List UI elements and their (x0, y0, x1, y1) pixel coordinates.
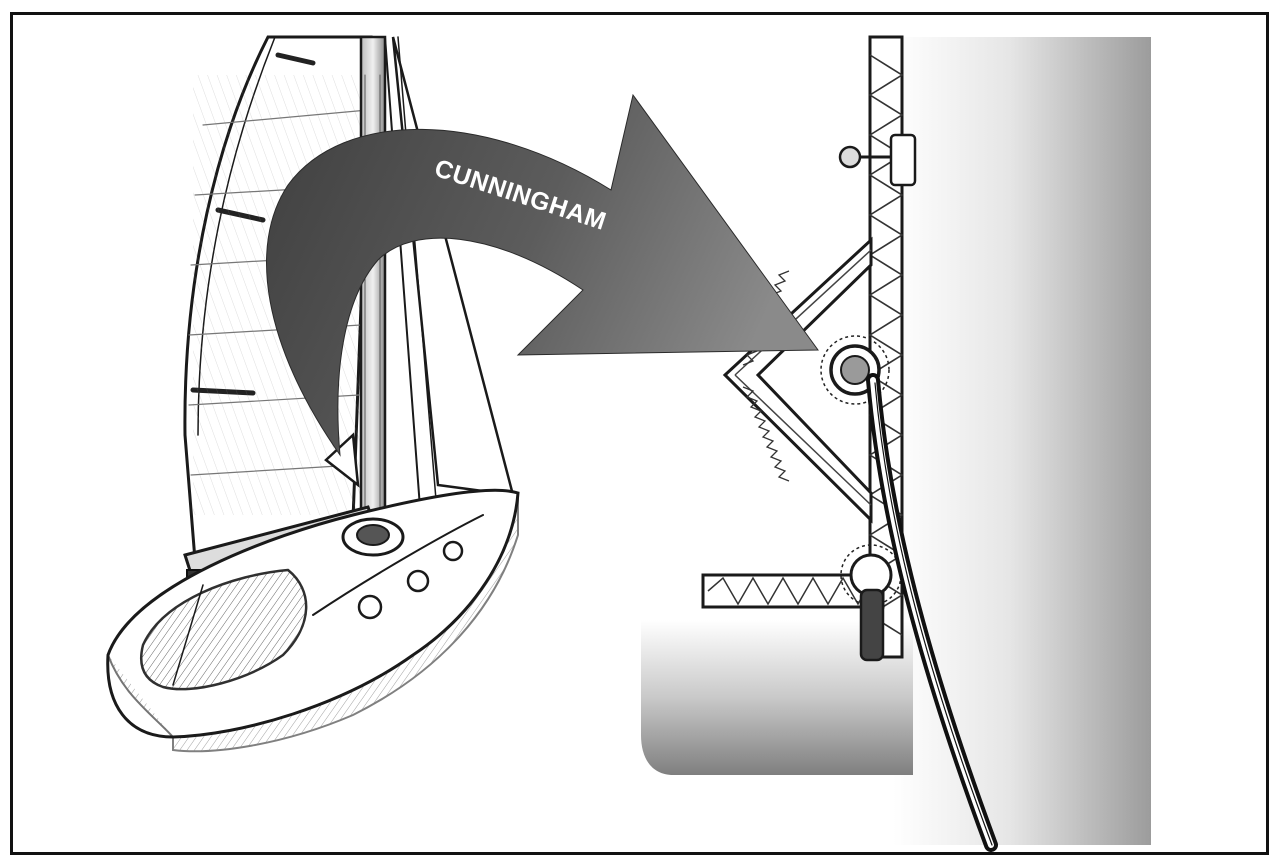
diagram-canvas: CUNNINGHAM (13, 15, 1266, 852)
jib (393, 37, 513, 495)
detail-panel (641, 37, 1151, 845)
diagram-frame: CUNNINGHAM (10, 12, 1269, 855)
sail-panel (893, 37, 1151, 845)
